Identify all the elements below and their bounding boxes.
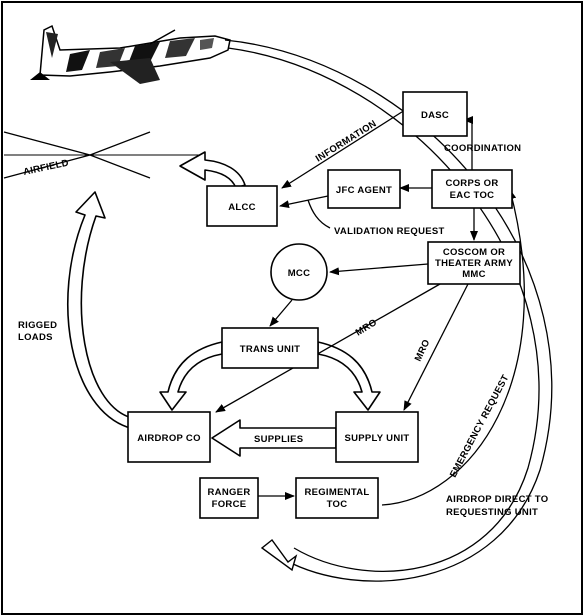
supplies-arrow (211, 419, 337, 457)
alcc-to-airfield-arrow (179, 151, 246, 189)
coscom-to-airdrop-mro-arrow (215, 283, 441, 413)
trans-to-supply-arrow (317, 341, 381, 411)
corps-toc-node (431, 169, 513, 209)
dasc-label: DASC (421, 110, 449, 121)
supplies-label: SUPPLIES (254, 434, 303, 445)
airfield-label: AIRFIELD (22, 158, 69, 178)
corps-toc-label-2: EAC TOC (450, 190, 495, 201)
jfc-agent-node (327, 169, 401, 209)
regimental-toc-label-1: REGIMENTAL (304, 487, 369, 498)
aircraft-illustration (30, 24, 231, 84)
coscom-label-3: MMC (462, 269, 486, 280)
airdrop-direct-curve (224, 39, 553, 582)
ranger-force-node (199, 477, 259, 519)
airdrop-direct-label-2: REQUESTING UNIT (446, 507, 538, 518)
mcc-to-trans-arrow (269, 299, 293, 327)
information-label: INFORMATION (314, 118, 379, 164)
corps-toc-label-1: CORPS OR (445, 178, 498, 189)
airdrop-direct-curve-inner (227, 47, 540, 572)
airdrop-direct-arrowhead (260, 538, 298, 572)
coscom-label-1: COSCOM OR (443, 247, 505, 258)
dasc-node (402, 91, 468, 137)
emergency-request-arrow (381, 189, 525, 506)
validation-request-leader (307, 199, 331, 229)
coscom-to-supply-mro-arrow (403, 283, 469, 411)
supply-unit-label: SUPPLY UNIT (344, 433, 409, 444)
mcc-label: MCC (288, 268, 311, 279)
rigged-loads-label-2: LOADS (18, 332, 53, 343)
rigged-loads-label-1: RIGGED (18, 320, 57, 331)
coscom-label-2: THEATER ARMY (435, 258, 513, 269)
coordination-label: COORDINATION (444, 143, 521, 154)
alcc-node (206, 185, 278, 227)
regimental-toc-node (295, 477, 379, 519)
rigged-loads-arrow (67, 191, 133, 429)
alcc-label: ALCC (228, 202, 256, 213)
emergency-request-label: EMERGENCY REQUEST (448, 373, 512, 479)
trans-unit-label: TRANS UNIT (240, 344, 301, 355)
ranger-force-label-2: FORCE (212, 499, 247, 510)
trans-to-airdrop-arrow (159, 341, 223, 411)
validation-request-label: VALIDATION REQUEST (334, 226, 445, 237)
airdrop-direct-label-1: AIRDROP DIRECT TO (446, 494, 548, 505)
airfield-runway (3, 131, 200, 179)
trans-unit-node (221, 327, 319, 369)
mro-left-label: MRO (354, 317, 379, 339)
airdrop-co-label: AIRDROP CO (137, 433, 201, 444)
mcc-node (270, 243, 328, 301)
airdrop-co-node (127, 411, 211, 463)
dasc-to-alcc-info-arrow (281, 109, 406, 189)
ranger-force-label-1: RANGER (208, 487, 251, 498)
regimental-toc-label-2: TOC (327, 499, 348, 510)
jfc-agent-label: JFC AGENT (336, 185, 392, 196)
jfc-to-alcc-arrow (279, 195, 329, 209)
supply-unit-node (335, 411, 419, 463)
coscom-node (427, 241, 521, 285)
coscom-to-mcc-arrow (329, 263, 429, 276)
